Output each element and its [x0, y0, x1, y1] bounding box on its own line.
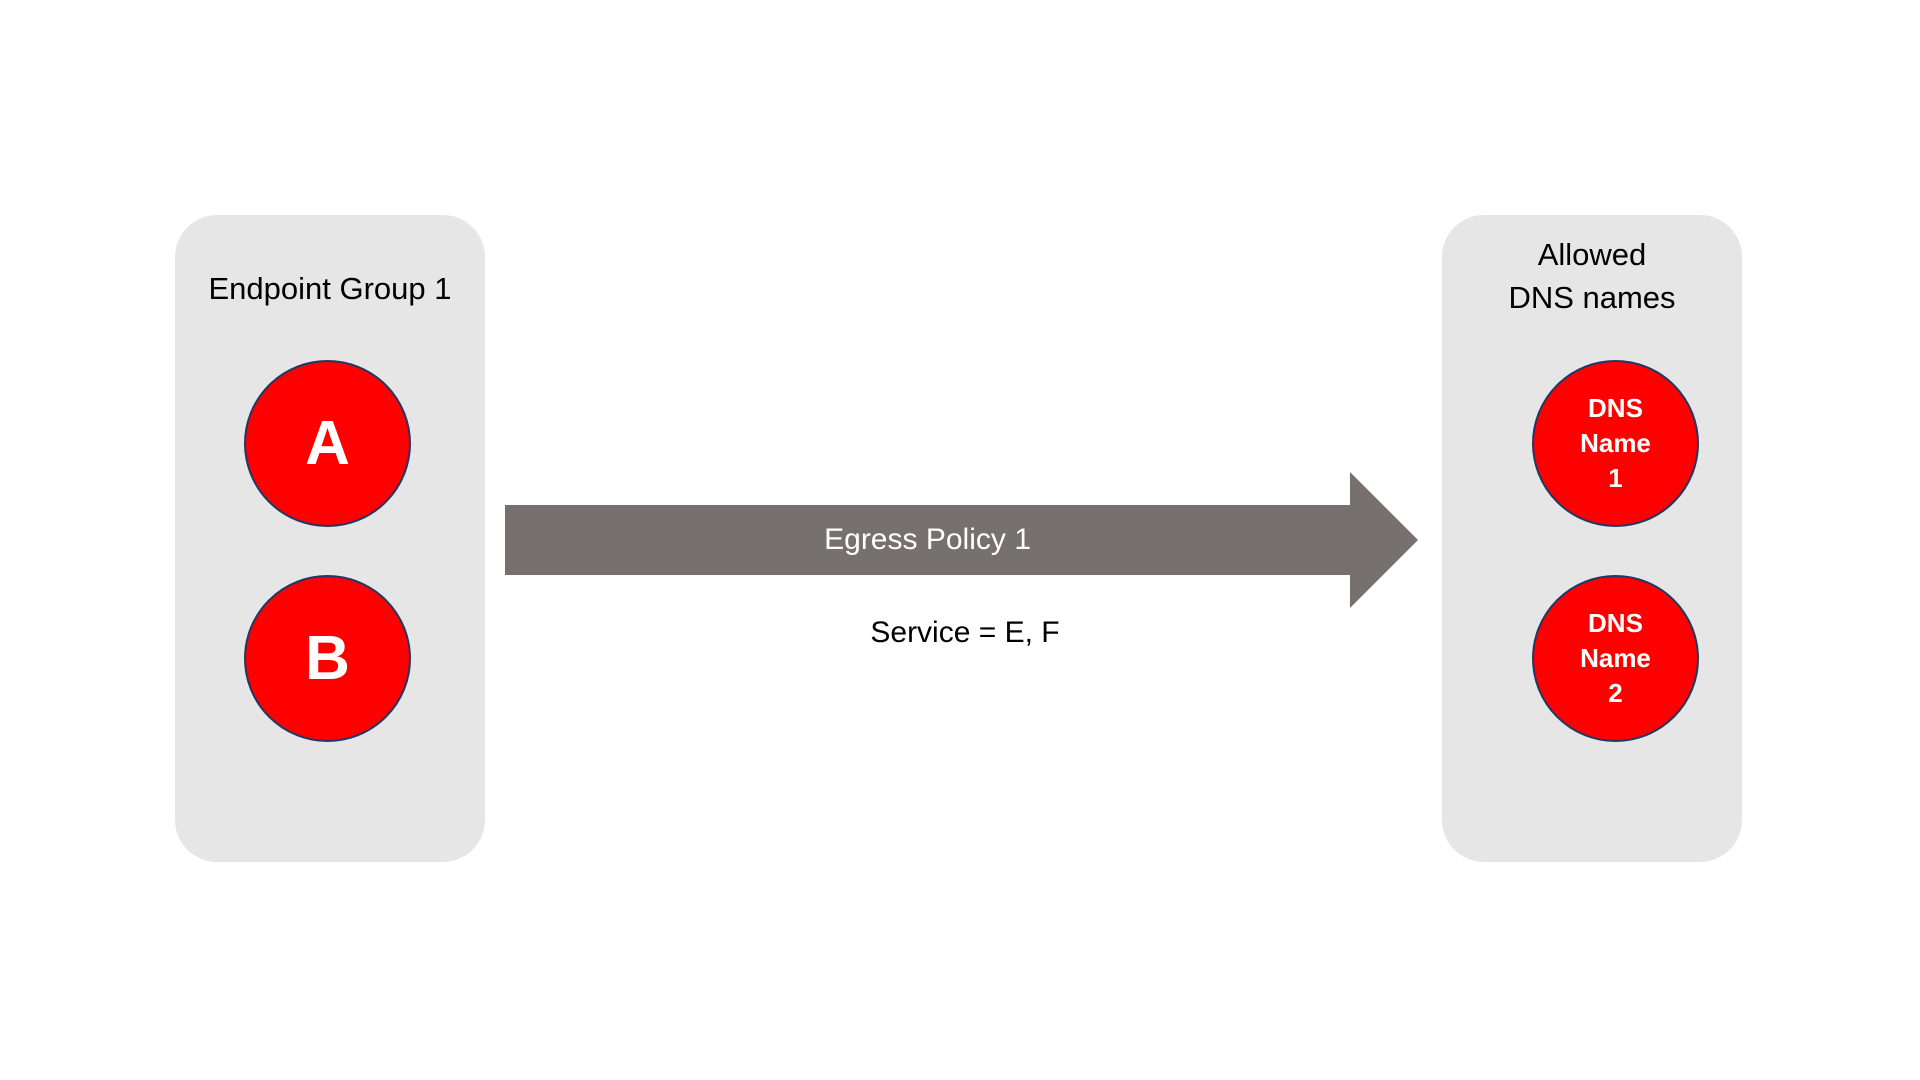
- dns-name-node-1[interactable]: DNS Name 1: [1532, 360, 1699, 527]
- policy-service-label: Service = E, F: [870, 616, 1060, 649]
- endpoint-node-b[interactable]: B: [244, 575, 411, 742]
- endpoint-node-a[interactable]: A: [244, 360, 411, 527]
- egress-policy-arrow-icon[interactable]: [505, 470, 1420, 610]
- endpoint-group-panel[interactable]: Endpoint Group 1: [175, 215, 485, 862]
- endpoint-node-b-label: B: [305, 623, 350, 693]
- dns-name-node-2-label: DNS Name 2: [1580, 608, 1651, 708]
- endpoint-group-title: Endpoint Group 1: [208, 271, 452, 306]
- endpoint-node-a-label: A: [305, 408, 350, 478]
- allowed-dns-names-panel[interactable]: Allowed DNS names: [1442, 215, 1742, 862]
- dns-name-node-1-label: DNS Name 1: [1580, 393, 1651, 493]
- allowed-dns-names-title: Allowed DNS names: [1508, 237, 1676, 315]
- dns-name-node-2[interactable]: DNS Name 2: [1532, 575, 1699, 742]
